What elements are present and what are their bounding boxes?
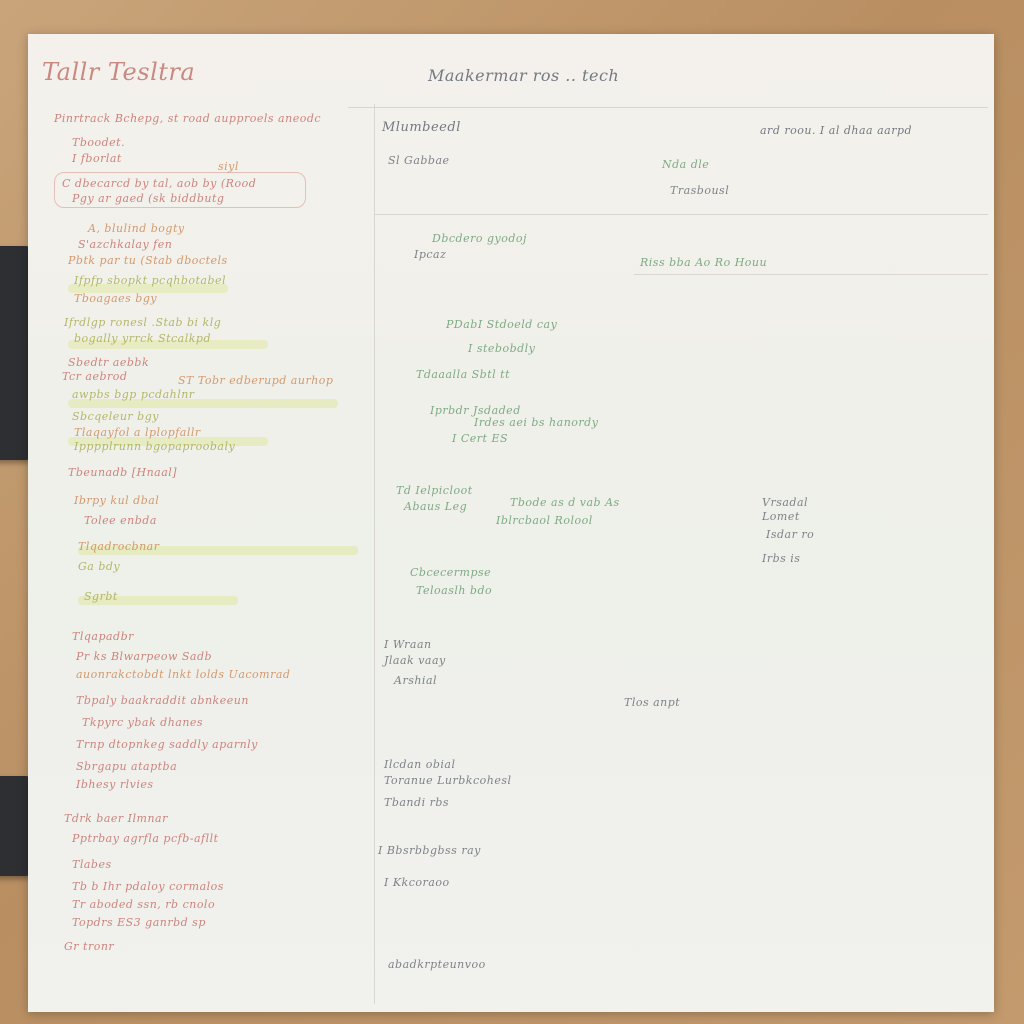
left-line: Tdrk baer Ilmnar [64,812,168,825]
left-bubble-1 [54,172,306,208]
right-line: Isdar ro [766,528,815,541]
left-line: Tlqadrocbnar [78,540,160,553]
left-line: Pgy ar gaed (sk biddbutg [72,192,225,205]
sheet-header-right: Maakermar ros .. tech [428,66,620,85]
right-line: Riss bba Ao Ro Houu [640,256,768,269]
center-line: Tdaaalla Sbtl tt [416,368,510,381]
center-line: Arshial [394,674,438,687]
left-line: Topdrs ES3 ganrbd sp [72,916,206,929]
left-line: ST Tobr edberupd aurhop [178,374,334,387]
center-line: I Cert ES [452,432,509,445]
center-line: Teloaslh bdo [416,584,493,597]
center-line: Ilcdan obial [384,758,456,771]
left-line: siyl [218,160,239,173]
marker-top [0,246,30,460]
center-line: Toranue Lurbkcohesl [384,774,512,787]
highlight-4 [68,437,268,446]
center-line: Jlaak vaay [384,654,446,667]
left-line: Ibhesy rlvies [76,778,154,791]
center-line: I Wraan [384,638,432,651]
left-line: Tcr aebrod [62,370,128,383]
center-line: Td Ielpicloot [396,484,473,497]
left-line: Tlaqayfol a lplopfallr [74,426,201,439]
left-line: Tlabes [72,858,112,871]
center-line: Tbandi rbs [384,796,450,809]
left-line: Gr tronr [64,940,115,953]
center-line: I Kkcoraoo [384,876,450,889]
highlight-6 [78,596,238,605]
left-line: Pptrbay agrfla pcfb-afllt [72,832,219,845]
left-line: Ifrdlgp ronesl .Stab bi klg [64,316,222,329]
center-line: Iblrcbaol Rolool [496,514,593,527]
left-line: Pr ks Blwarpeow Sadb [76,650,213,663]
left-line: Tolee enbda [84,514,157,527]
highlight-3 [68,399,338,408]
left-line: Tbpaly baakraddit abnkeeun [76,694,249,707]
left-line: Tbeunadb [Hnaal] [68,466,178,479]
rule-divider [374,104,375,1004]
highlight-5 [78,546,358,555]
marker-bottom [0,776,30,876]
left-line: Trnp dtopnkeg saddly aparnly [76,738,258,751]
left-line: Tlqapadbr [72,630,134,643]
right-line: Vrsadal [762,496,809,509]
left-panel-heading: Pinrtrack Bchepg, st road aupproels aneo… [54,112,322,125]
center-line: Irdes aei bs hanordy [474,416,599,429]
left-line: Tkpyrc ybak dhanes [82,716,204,729]
left-line: S'azchkalay fen [78,238,173,251]
left-line: bogally yrrck Stcalkpd [74,332,212,345]
paper-sheet: Tallr Tesltra Maakermar ros .. tech Pinr… [28,34,994,1012]
highlight-2 [68,340,268,349]
left-line: Tboagaes bgy [74,292,158,305]
left-line: C dbecarcd by tal, aob by (Rood [62,177,257,190]
left-line: Tr aboded ssn, rb cnolo [72,898,216,911]
left-line: Pbtk par tu (Stab dboctels [68,254,228,267]
center-panel-heading: Mlumbeedl [382,120,461,135]
right-line: Nda dle [662,158,710,171]
left-line: Tboodet. [72,136,126,149]
left-line: Sbcqeleur bgy [72,410,159,423]
sheet-title: Tallr Tesltra [42,58,196,86]
left-line: Ibrpy kul dbal [74,494,160,507]
right-line: Lomet [762,510,800,523]
center-line: abadkrpteunvoo [388,958,486,971]
center-line: I Bbsrbbgbss ray [378,844,481,857]
left-line: Ga bdy [78,560,121,573]
left-line: Sbrgapu ataptba [76,760,178,773]
left-line: auonrakctobdt lnkt lolds Uacomrad [76,668,291,681]
left-line: Tb b Ihr pdaloy cormalos [72,880,224,893]
left-line: Ipppplrunn bgopaproobaly [74,440,236,453]
left-line: Sbedtr aebbk [68,356,150,369]
left-line: I fborlat [72,152,122,165]
center-line: Sl Gabbae [388,154,450,167]
rule-header [348,107,988,108]
left-line: Ifpfp sbopkt pcqhbotabel [74,274,227,287]
rule-right-1 [634,274,988,275]
center-line: Dbcdero gyodoj [432,232,527,245]
left-line: Sgrbt [84,590,118,603]
left-line: A, blulind bogty [88,222,185,235]
center-line: Tbode as d vab As [510,496,620,509]
center-line: Ipcaz [414,248,447,261]
center-line: Cbcecermpse [410,566,492,579]
center-line: Iprbdr Jsdaded [430,404,521,417]
left-line: awpbs bgp pcdahlnr [72,388,195,401]
center-line: Tlos anpt [624,696,681,709]
highlight-1 [68,284,228,293]
rule-center-1 [374,214,988,215]
center-line: PDabI Stdoeld cay [446,318,558,331]
center-line: Abaus Leg [404,500,468,513]
right-line: Trasbousl [670,184,730,197]
right-panel-heading: ard roou. I al dhaa aarpd [760,124,913,137]
center-line: I stebobdly [468,342,536,355]
right-line: Irbs is [762,552,801,565]
